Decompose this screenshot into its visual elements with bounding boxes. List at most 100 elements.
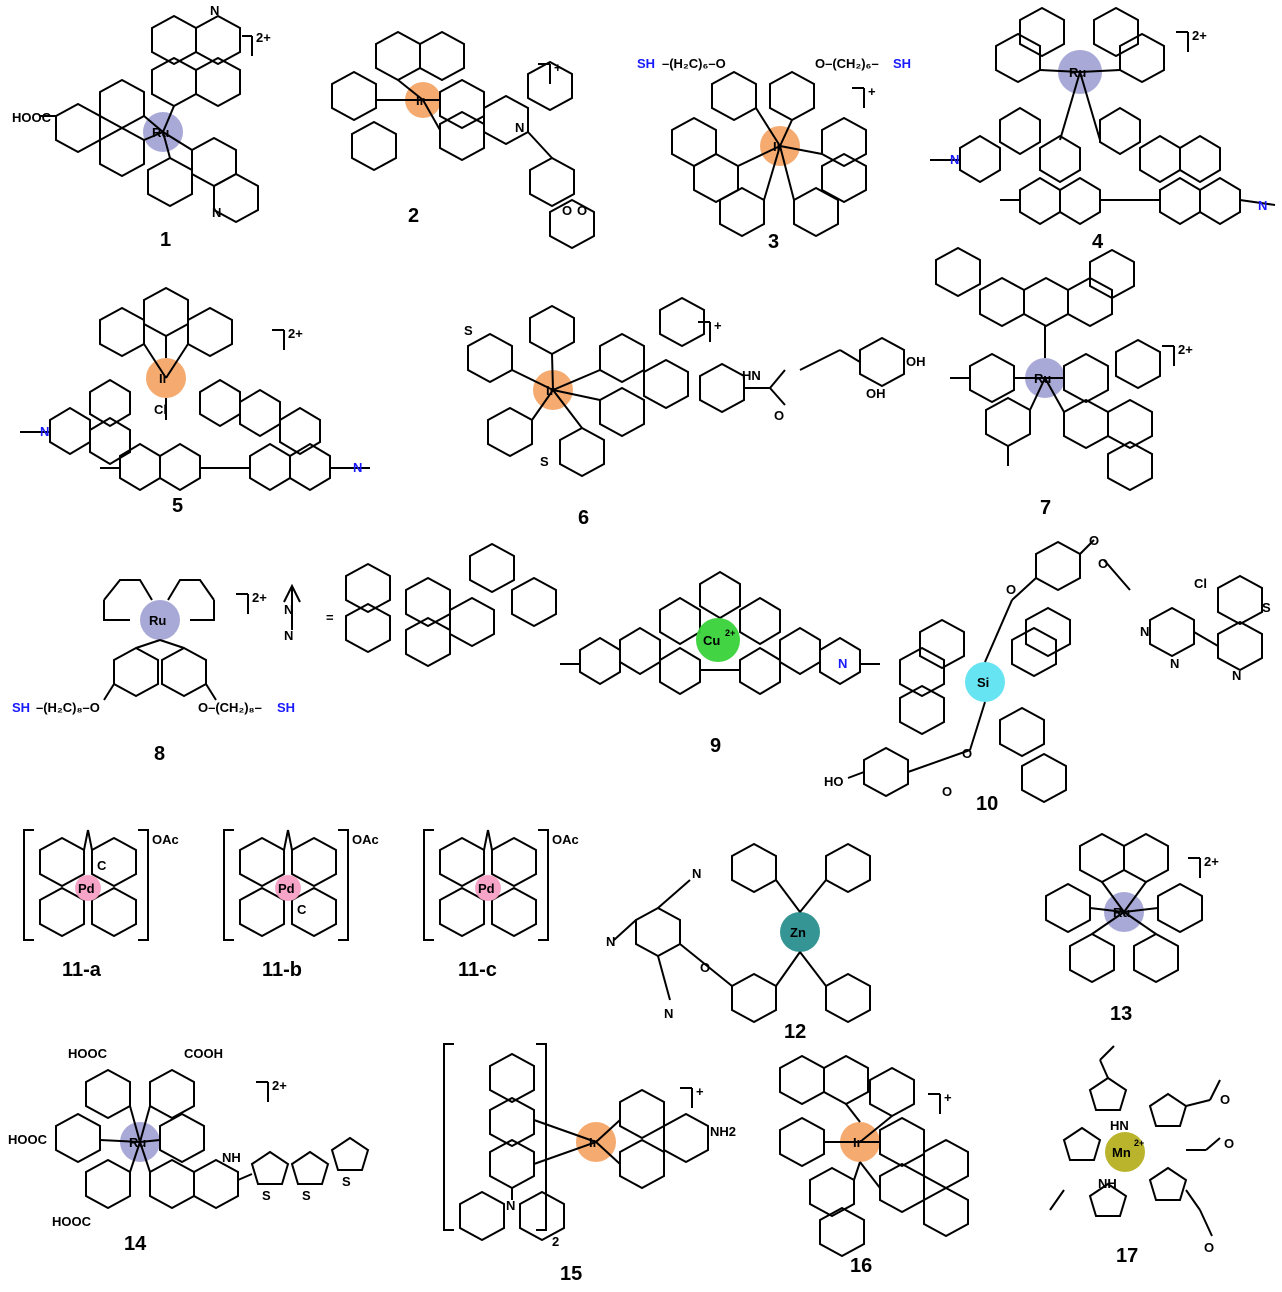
metal-symbol: Zn bbox=[790, 925, 806, 940]
triazine-n: N bbox=[40, 424, 49, 439]
sulfur: S bbox=[464, 323, 473, 338]
charge-label: + bbox=[868, 84, 876, 99]
charge-label: 2+ bbox=[272, 1078, 287, 1093]
charge-label: 2+ bbox=[1134, 1138, 1144, 1148]
metal-symbol: Pd bbox=[478, 881, 495, 896]
charge-label: 2+ bbox=[1192, 28, 1207, 43]
ester-o: O bbox=[1089, 533, 1099, 548]
peroxide-o: O bbox=[577, 203, 587, 218]
thiol-sh: SH bbox=[893, 56, 911, 71]
metal-symbol: Ru bbox=[149, 613, 166, 628]
cooh-group: HOOC bbox=[68, 1046, 108, 1061]
compound-label: 17 bbox=[1116, 1245, 1138, 1267]
counterion: OAc bbox=[552, 832, 579, 847]
amine-n: N bbox=[692, 866, 701, 881]
ether-o: O bbox=[1006, 582, 1016, 597]
amine-n: N bbox=[664, 1006, 673, 1021]
compound-15: 2 Ir N NH2 + 15 bbox=[443, 1043, 736, 1285]
metal-center-mn bbox=[1105, 1132, 1145, 1172]
compound-label: 5 bbox=[172, 495, 183, 517]
melem-network bbox=[930, 106, 1276, 226]
chlorine: Cl bbox=[1194, 576, 1207, 591]
imidazole-n: N bbox=[515, 120, 524, 135]
triazine-n: N bbox=[353, 460, 362, 475]
carboxylate-o: O bbox=[1224, 1136, 1234, 1151]
ester-o: O bbox=[942, 784, 952, 799]
compound-label: 15 bbox=[560, 1263, 582, 1285]
counterion: OAc bbox=[352, 832, 379, 847]
alkyl-chain: O–(CH₂)₆– bbox=[815, 56, 879, 71]
thiophene-s: S bbox=[262, 1188, 271, 1203]
cooh-group: HOOC bbox=[8, 1132, 48, 1147]
imidazole-nh: NH bbox=[222, 1150, 241, 1165]
compound-label: 8 bbox=[154, 743, 165, 765]
alkyl-chain: O–(CH₂)₈– bbox=[198, 700, 262, 715]
metal-symbol: Ir bbox=[159, 371, 168, 386]
charge-label: + bbox=[944, 1090, 952, 1105]
compound-5: Ir Cl N N 2+ 5 bbox=[20, 286, 370, 517]
compound-1: Ru HOOC N N 2+ 1 bbox=[12, 3, 271, 251]
cooh-group: HOOC bbox=[12, 110, 52, 125]
ligand-n: N bbox=[284, 628, 293, 643]
compound-label: 14 bbox=[124, 1233, 147, 1255]
thiophene-s: S bbox=[302, 1188, 311, 1203]
alkyl-chain: –(H₂C)₆–O bbox=[662, 56, 726, 71]
amine-n: N bbox=[506, 1198, 515, 1213]
compound-label: 11-c bbox=[458, 959, 497, 981]
charge-label: 2+ bbox=[256, 30, 271, 45]
pyrrole-nh: NH bbox=[1098, 1176, 1117, 1191]
compound-14: Ru HOOC COOH HOOC HOOC NH S S S 2+ 14 bbox=[8, 1046, 370, 1255]
carbonyl-o: O bbox=[774, 408, 784, 423]
compound-label: 2 bbox=[408, 205, 419, 227]
triazine-n: N bbox=[838, 656, 847, 671]
thiol-sh: SH bbox=[12, 700, 30, 715]
charge-label: 2+ bbox=[725, 628, 735, 638]
triazine-n: N bbox=[950, 152, 959, 167]
metal-symbol: Pd bbox=[278, 881, 295, 896]
nitrogen-label: N bbox=[212, 205, 221, 220]
sulfur: S bbox=[1262, 600, 1271, 615]
compound-17: Mn 2+ O O O HN NH 17 bbox=[1049, 1045, 1234, 1267]
compound-7: Ru 2+ 7 bbox=[935, 246, 1193, 519]
ester-o: O bbox=[1098, 556, 1108, 571]
metal-center-cu bbox=[696, 618, 740, 662]
charge-label: + bbox=[714, 318, 722, 333]
metal-center-zn bbox=[780, 912, 820, 952]
metal-symbol: Mn bbox=[1112, 1145, 1131, 1160]
compound-4: Ru N N 2+ 4 bbox=[930, 6, 1276, 253]
sulfur: S bbox=[540, 454, 549, 469]
cooh-group: HOOC bbox=[52, 1214, 92, 1229]
compound-8: Ru SH –(H₂C)₈–O O–(CH₂)₈– SH 2+ N N = 8 bbox=[12, 542, 557, 765]
compound-label: 7 bbox=[1040, 497, 1051, 519]
compound-13: Ru 2+ 13 bbox=[1045, 832, 1219, 1025]
hydroxyl: HO bbox=[824, 774, 844, 789]
charge-label: + bbox=[554, 60, 562, 75]
compound-label: 11-b bbox=[262, 959, 302, 981]
carbon-label: C bbox=[97, 858, 107, 873]
amine-n: N bbox=[606, 934, 615, 949]
peroxide-o: O bbox=[562, 203, 572, 218]
metal-symbol: Pd bbox=[78, 881, 95, 896]
counterion: OAc bbox=[152, 832, 179, 847]
cooh-group: COOH bbox=[184, 1046, 223, 1061]
compound-label: 4 bbox=[1092, 231, 1104, 253]
alkyl-chain: –(H₂C)₈–O bbox=[36, 700, 100, 715]
equals-sign: = bbox=[326, 610, 334, 625]
compound-label: 10 bbox=[976, 793, 998, 815]
piperazine-n: N bbox=[1140, 624, 1149, 639]
melem-network bbox=[20, 378, 370, 492]
compound-label: 9 bbox=[710, 735, 721, 757]
compound-11c: Pd OAc 11-c bbox=[423, 829, 579, 981]
ether-o: O bbox=[700, 960, 710, 975]
thiophene-s: S bbox=[342, 1174, 351, 1189]
metal-center-pd bbox=[275, 875, 301, 901]
chloride: Cl bbox=[154, 402, 167, 417]
charge-label: 2+ bbox=[288, 326, 303, 341]
subscript: 2 bbox=[552, 1234, 559, 1249]
metal-center-ru bbox=[140, 600, 180, 640]
compound-11a: Pd C OAc 11-a bbox=[23, 829, 179, 981]
metal-center-pd bbox=[75, 875, 101, 901]
carbon-label: C bbox=[297, 902, 307, 917]
